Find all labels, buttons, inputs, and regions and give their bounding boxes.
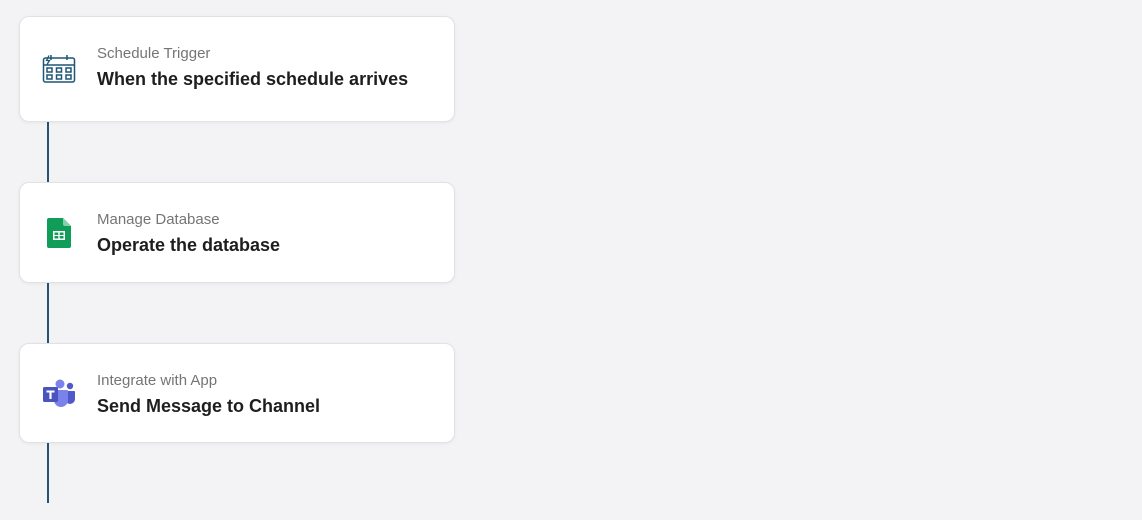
step-title: Send Message to Channel	[97, 396, 321, 416]
step-connector	[47, 121, 49, 183]
step-title: Operate the database	[97, 235, 281, 255]
step-connector	[47, 442, 49, 503]
workflow-step-integrate-app[interactable]: Integrate with App Send Message to Chann…	[19, 343, 455, 443]
workflow-step-schedule-trigger[interactable]: Schedule Trigger When the specified sche…	[19, 16, 455, 122]
step-connector	[47, 282, 49, 344]
step-type-label: Integrate with App	[97, 372, 218, 389]
workflow-step-manage-database[interactable]: Manage Database Operate the database	[19, 182, 455, 283]
step-title: When the specified schedule arrives	[97, 69, 409, 89]
step-type-label: Schedule Trigger	[97, 45, 211, 62]
step-type-label: Manage Database	[97, 211, 220, 228]
google-sheets-icon	[41, 215, 77, 251]
schedule-calendar-icon	[41, 51, 77, 87]
microsoft-teams-icon	[41, 375, 77, 411]
